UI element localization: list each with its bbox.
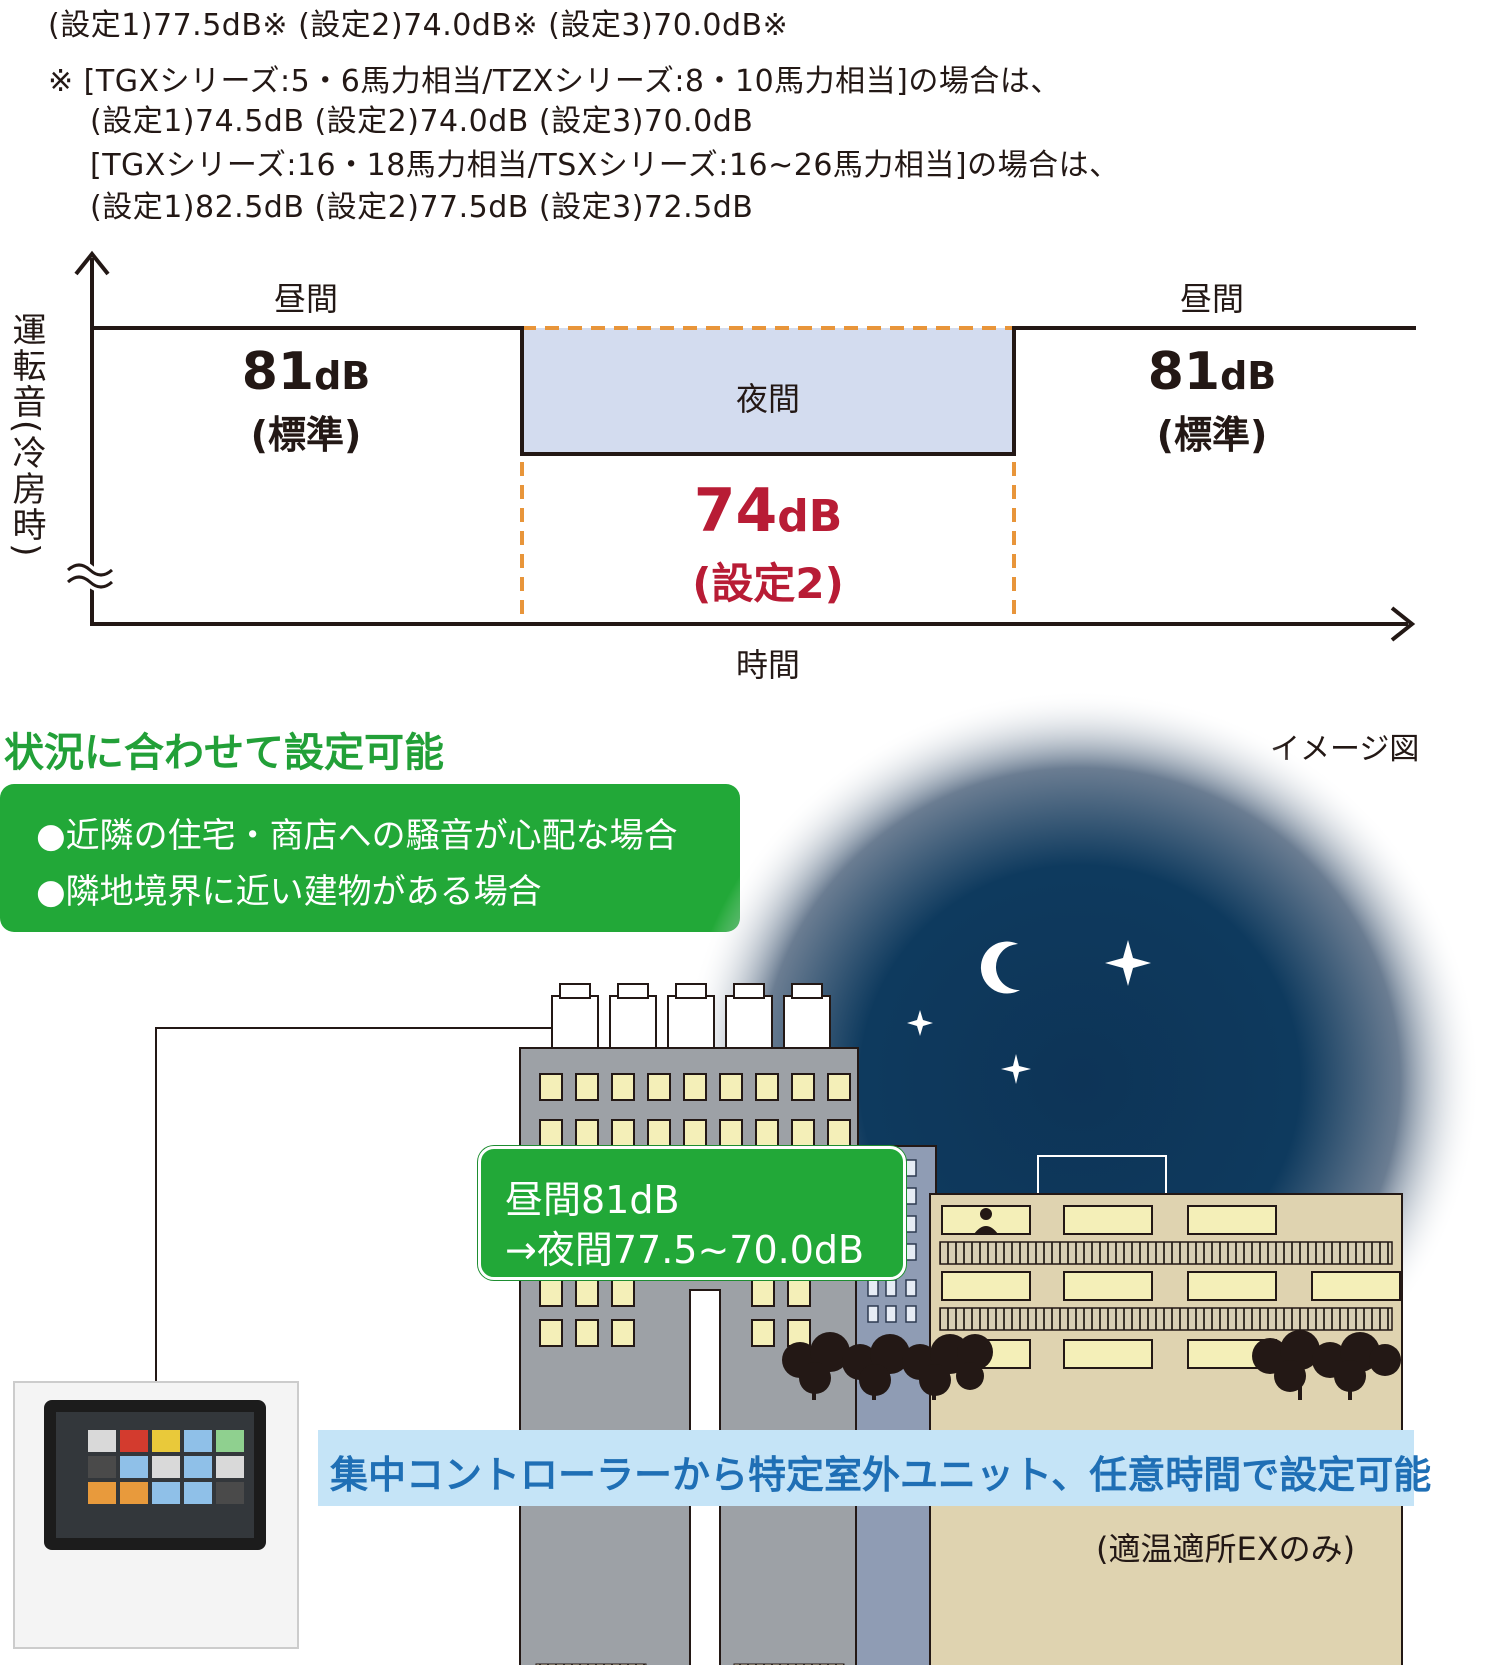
star-icon (1105, 940, 1151, 986)
narrow-building-windows (867, 1159, 917, 1323)
situation-1: ●近隣の住宅・商店への騒音が心配な場合 (36, 816, 678, 856)
day-right-label: 昼間 (1179, 280, 1244, 318)
moon-icon (980, 941, 1020, 994)
section-heading: 状況に合わせて設定可能 (4, 730, 444, 776)
person-icon (974, 1208, 998, 1234)
note-line-4: [TGXシリーズ:16・18馬力相当/TSXシリーズ:16~26馬力相当]の場合… (90, 148, 1120, 183)
y-axis-label: 運転音(冷房時) (6, 312, 46, 559)
situation-2: ●隣地境界に近い建物がある場合 (36, 872, 542, 912)
x-axis-arrow (1390, 606, 1416, 642)
y-axis-arrow (74, 250, 110, 276)
night-setting-callout: 昼間81dB →夜間77.5~70.0dB (478, 1146, 906, 1280)
callout-line-1: 昼間81dB (505, 1178, 680, 1222)
note-line-1: (設定1)77.5dB※ (設定2)74.0dB※ (設定3)70.0dB※ (48, 8, 789, 43)
day-left-unit: dB (314, 354, 371, 398)
central-controller (13, 1381, 299, 1649)
day-left-label: 昼間 (273, 280, 338, 318)
day-right-number: 81 (1147, 342, 1221, 402)
x-axis-label: 時間 (735, 646, 800, 684)
control-wire (155, 1027, 552, 1385)
controller-screen-tiles (88, 1430, 244, 1504)
banner-text: 集中コントローラーから特定室外ユニット、任意時間で設定可能 (330, 1453, 1432, 1497)
day-right-note: (標準) (1156, 413, 1268, 457)
night-value: 74dB (618, 476, 918, 546)
note-line-5: (設定1)82.5dB (設定2)77.5dB (設定3)72.5dB (90, 190, 754, 225)
axis-break-icon (66, 563, 114, 589)
star-icon (907, 1010, 933, 1036)
footnote: (適温適所EXのみ) (1096, 1530, 1356, 1568)
office-windows (539, 1073, 851, 1347)
night-label: 夜間 (735, 380, 800, 418)
controller-banner: 集中コントローラーから特定室外ユニット、任意時間で設定可能 (318, 1430, 1431, 1506)
day-left-number: 81 (241, 342, 315, 402)
night-number: 74 (693, 476, 778, 546)
night-note: (設定2) (692, 559, 844, 608)
situations-box: ●近隣の住宅・商店への騒音が心配な場合 ●隣地境界に近い建物がある場合 (0, 784, 740, 932)
night-band (522, 328, 1014, 454)
noise-chart (64, 250, 1416, 642)
trees (782, 1330, 1401, 1400)
day-left-note: (標準) (250, 413, 362, 457)
night-unit: dB (777, 491, 843, 542)
star-icon (1001, 1054, 1031, 1084)
day-right-unit: dB (1220, 354, 1277, 398)
day-left-value: 81dB (156, 342, 456, 402)
day-right-value: 81dB (1062, 342, 1362, 402)
level-step-line (92, 326, 1416, 456)
callout-line-2: →夜間77.5~70.0dB (505, 1228, 865, 1272)
note-line-3: (設定1)74.5dB (設定2)74.0dB (設定3)70.0dB (90, 104, 754, 139)
note-line-2: ※ [TGXシリーズ:5・6馬力相当/TZXシリーズ:8・10馬力相当]の場合は… (48, 64, 1061, 99)
